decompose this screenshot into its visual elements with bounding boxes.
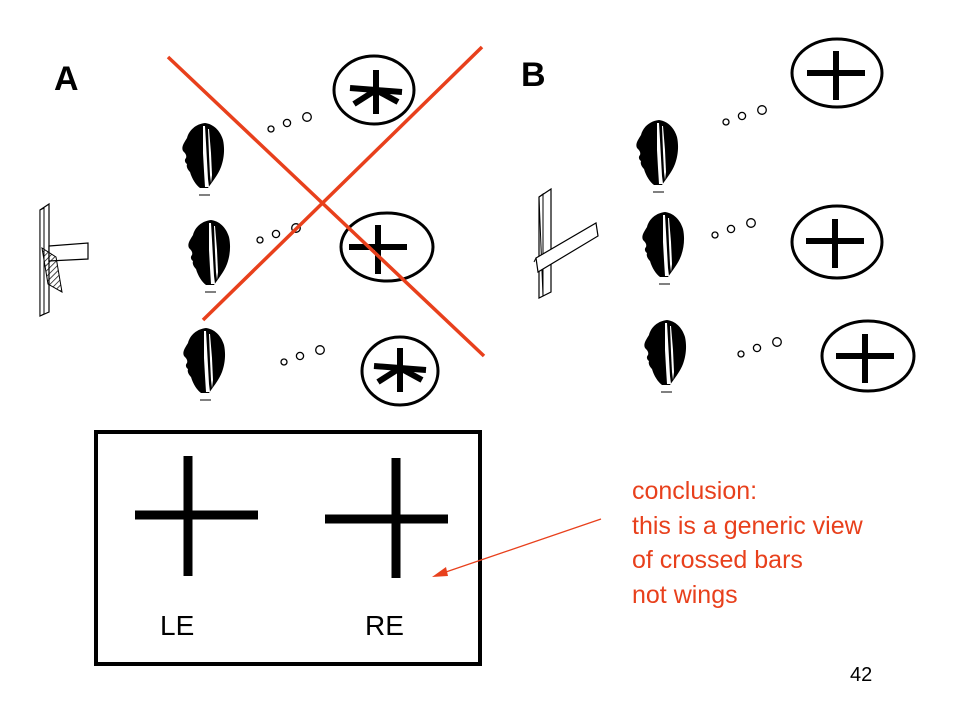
head-profile-icon [643,319,687,393]
thought-bubble-icon [722,105,767,126]
thought-cross-top [790,37,884,109]
right-eye-label: RE [365,610,404,641]
thought-bubble-icon [737,337,782,358]
conclusion-line: of crossed bars [632,546,803,574]
head-profile-icon [187,219,231,293]
thought-wings-bottom [360,335,440,407]
left-eye-label: LE [160,610,195,641]
thought-cross-middle [339,211,435,283]
head-profile-icon [181,122,225,196]
head-profile-icon [182,327,226,401]
thought-cross-middle-b [790,204,884,280]
arrow-icon [432,518,602,577]
thought-bubble-icon [267,112,312,133]
conclusion-line: conclusion: [632,477,758,505]
left-eye-cross [135,456,258,576]
conclusion-line: this is a generic view [632,511,863,540]
thought-bubble-icon [280,345,325,366]
thought-bubble-icon [711,218,756,239]
head-profile-icon [641,211,685,285]
panel-b-label: B [521,56,546,94]
red-x-icon [166,45,486,358]
panel-a-object [39,202,89,317]
thought-cross-bottom [820,319,916,393]
panel-a-label: A [54,60,79,98]
conclusion-text: conclusion: this is a generic view of cr… [632,474,863,612]
right-eye-cross [325,458,448,578]
thought-wings-top [332,54,416,126]
panel-b-object [533,187,599,299]
conclusion-line: not wings [632,580,738,609]
page-number: 42 [850,664,873,686]
eye-views-box [94,430,482,666]
head-profile-icon [635,119,679,193]
